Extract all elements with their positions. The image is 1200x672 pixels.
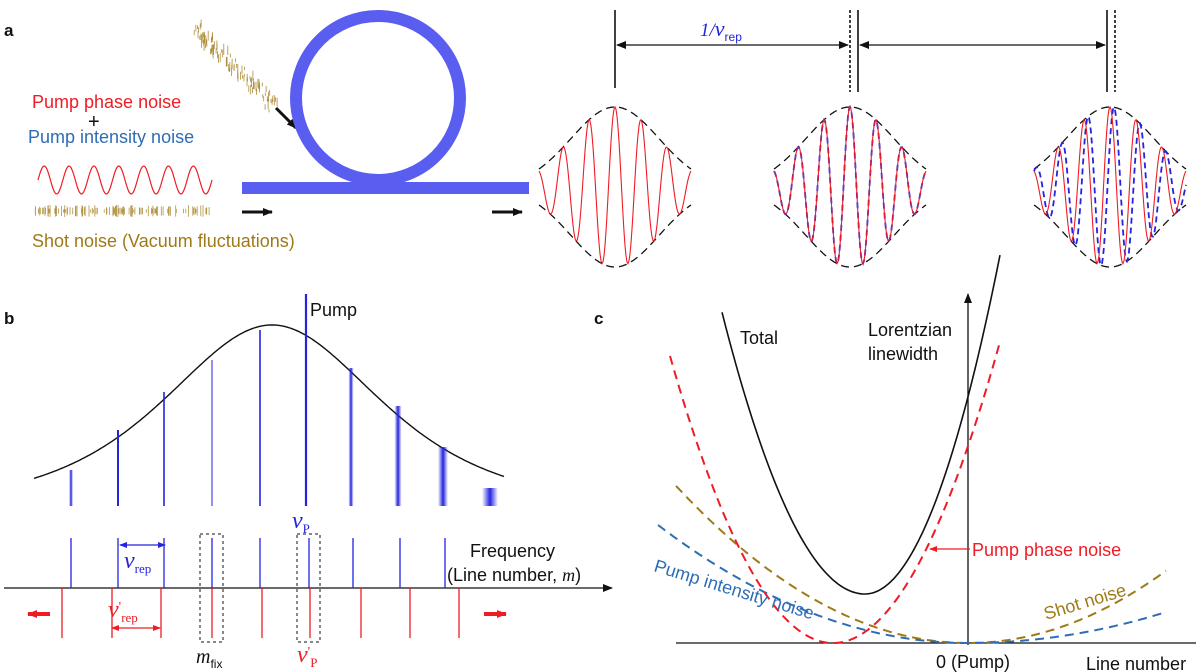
lorentzian-label-line1: Lorentzian: [868, 320, 952, 340]
pump-label: Pump: [310, 300, 357, 320]
comb-line-broadened: [438, 447, 448, 506]
comb-lines-upper: [69, 294, 498, 506]
repetition-period-label: 1/νrep: [700, 16, 742, 44]
comb-line-broadened: [69, 470, 73, 506]
panel-b-label: b: [4, 309, 14, 328]
shot-noise-waveform: [34, 205, 210, 217]
lorentzian-label-line2: linewidth: [868, 344, 938, 364]
coupling-arrow: [274, 106, 298, 130]
comb-lines-shifted: [61, 588, 460, 638]
pump-intensity-noise-curve-label: Pump intensity noise: [652, 556, 817, 624]
shot-noise-curve: [675, 485, 1167, 644]
panel-b: b Pump νP νrep ν'rep ν'P mfix Frequency …: [4, 294, 613, 671]
pump-phase-noise-curve-label: Pump phase noise: [972, 540, 1121, 560]
pulse-carrier-red: [538, 105, 692, 265]
panel-c-label: c: [594, 309, 603, 328]
shot-noise-ticks: [34, 205, 210, 217]
pulse-carrier-red: [1033, 105, 1187, 265]
pump-phase-noise-label: Pump phase noise: [32, 92, 181, 112]
nu-rep-label: νrep: [124, 548, 151, 576]
spectral-envelope: [33, 324, 505, 480]
nu-p-label: νP: [292, 508, 310, 536]
soliton-pulses: [538, 104, 1187, 268]
diagonal-noise-ticks: [193, 19, 278, 113]
microring-resonator: [290, 10, 466, 186]
m-fix-label: mfix: [196, 646, 222, 671]
pulse-timing-markers: [614, 10, 1116, 92]
line-number-axis-label: (Line number, m): [447, 565, 581, 585]
bus-waveguide: [242, 182, 529, 194]
plus-sign: +: [88, 111, 100, 133]
pulse-envelope-upper: [538, 106, 692, 170]
comb-lines-lower: [70, 538, 446, 588]
shot-noise-curve-label: Shot noise: [1041, 580, 1128, 624]
panel-c: c Total Lorentzian linewidth Pump phase …: [594, 254, 1196, 672]
panel-a: a Pump phase noise + Pump intensity nois…: [4, 10, 1187, 268]
pump-noise-waveform: [37, 165, 213, 195]
vacuum-noise-input: [193, 19, 278, 113]
pulse-carrier-blue: [773, 104, 927, 266]
panel-a-label: a: [4, 21, 14, 40]
pulse-envelope-lower: [1033, 204, 1187, 268]
pulse-envelope-lower: [773, 204, 927, 268]
comb-line-broadened: [394, 406, 402, 506]
total-label: Total: [740, 328, 778, 348]
line-number-label: Line number: [1086, 654, 1186, 672]
comb-line-broadened: [482, 488, 498, 506]
comb-line-broadened: [348, 368, 354, 506]
pulse-envelope-upper: [773, 106, 927, 170]
total-linewidth-curve: [721, 254, 1001, 595]
zero-pump-label: 0 (Pump): [936, 652, 1010, 672]
pump-intensity-noise-label: Pump intensity noise: [28, 127, 194, 147]
pump-phase-noise-curve: [669, 341, 1001, 644]
pulse-envelope-lower: [538, 204, 692, 268]
nu-p-prime-label: ν'P: [297, 642, 317, 670]
frequency-label: Frequency: [470, 541, 555, 561]
pulse-carrier-red: [773, 105, 927, 265]
nu-rep-prime-label: ν'rep: [108, 597, 138, 625]
pulse-carrier-blue: [1033, 105, 1187, 268]
shot-noise-label: Shot noise (Vacuum fluctuations): [32, 231, 295, 251]
